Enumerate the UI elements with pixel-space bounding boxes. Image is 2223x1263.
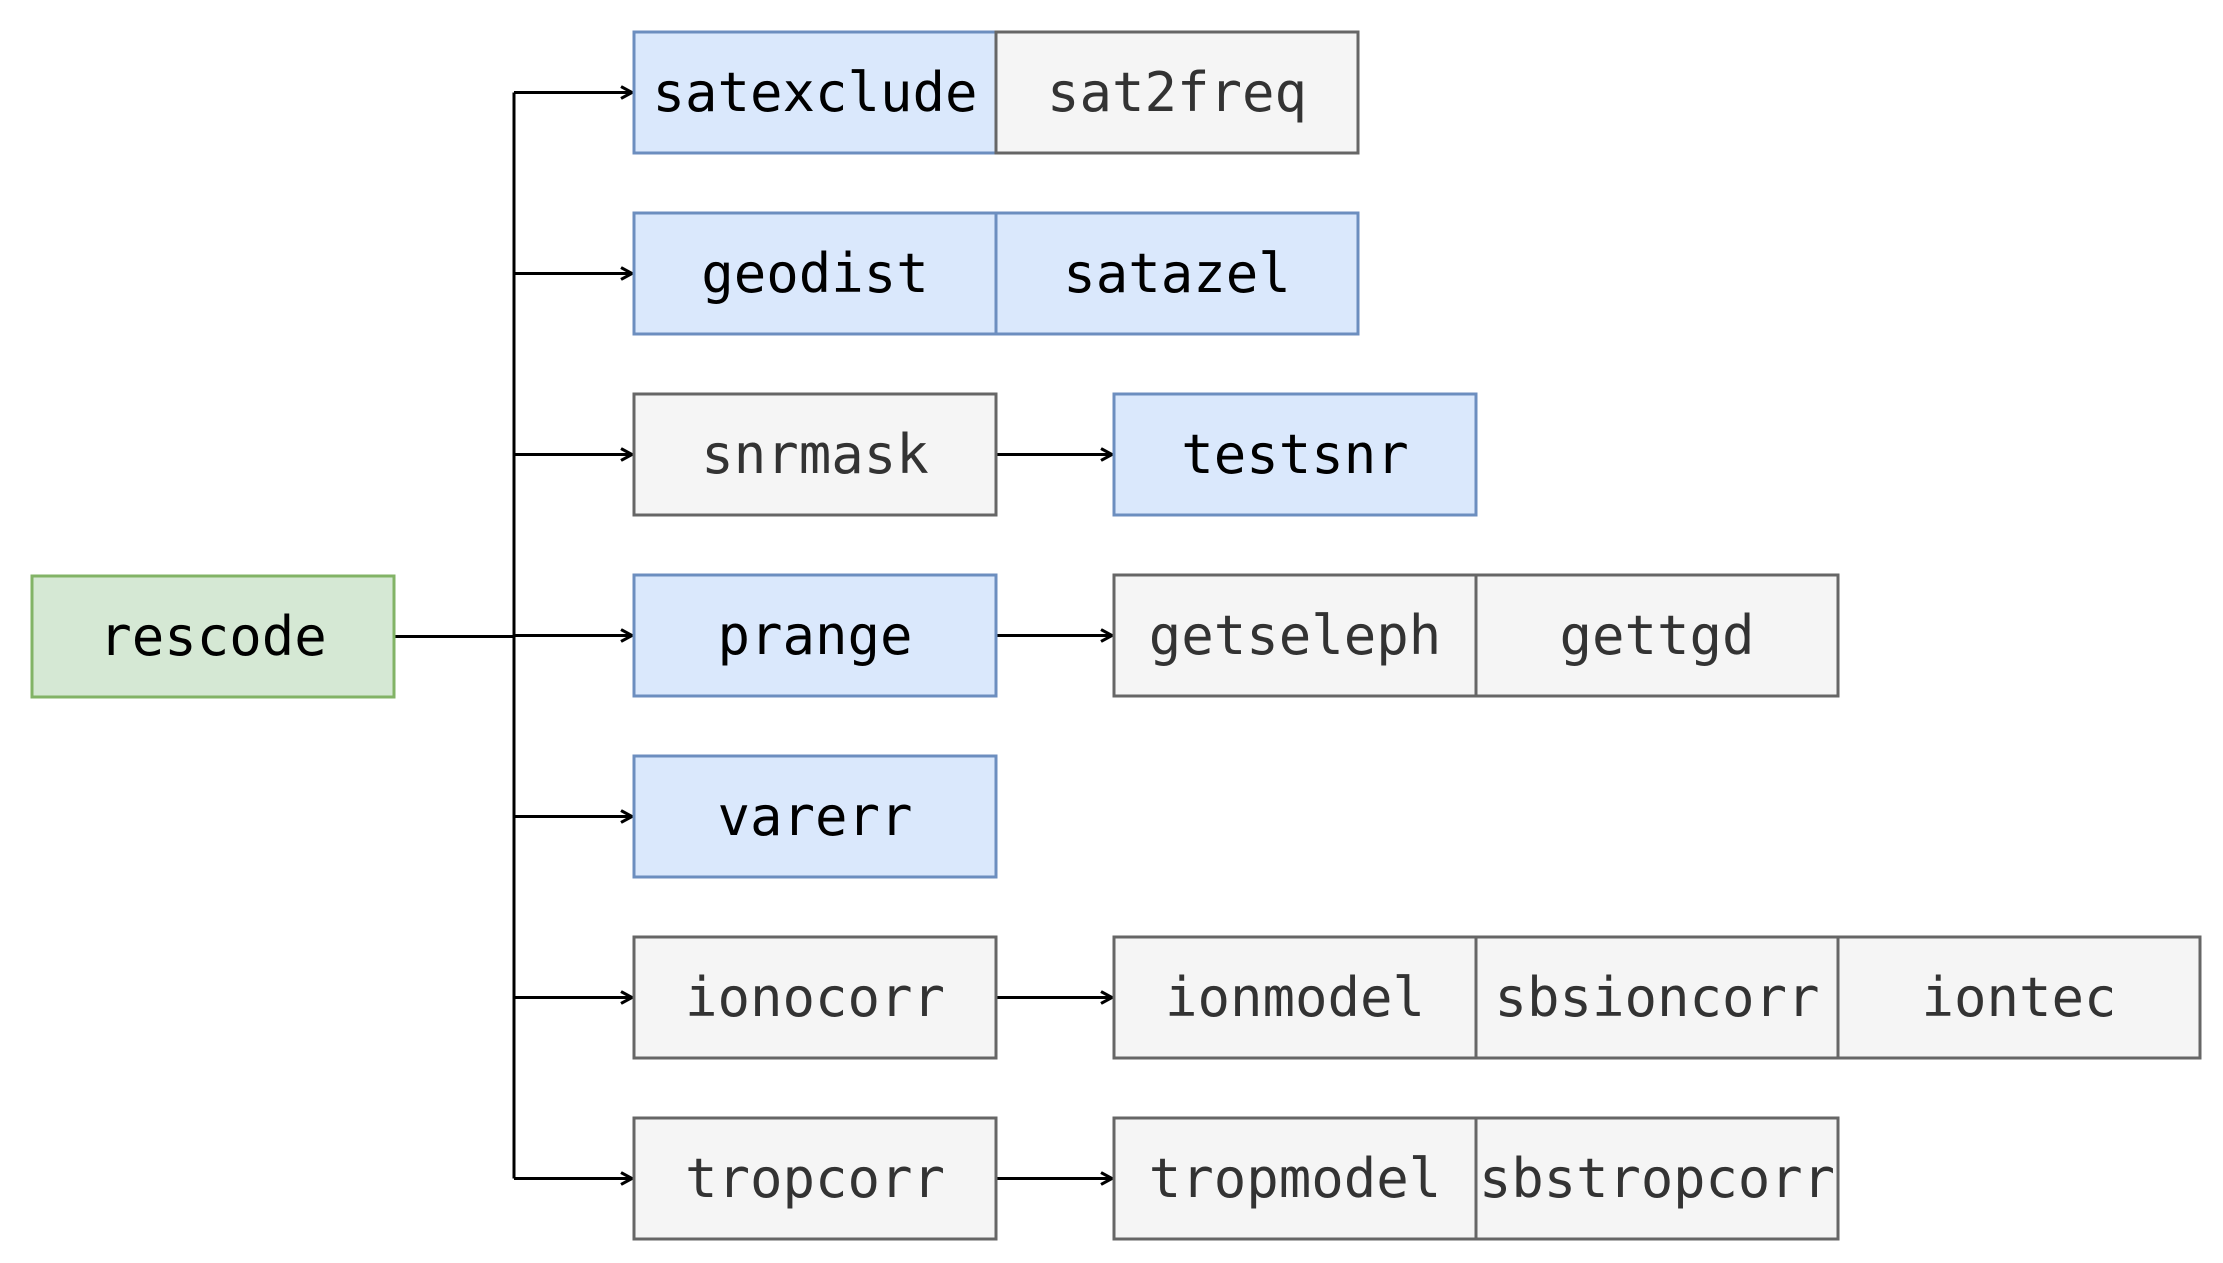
node-satazel: satazel bbox=[994, 211, 1360, 336]
node-label-gettgd: gettgd bbox=[1559, 604, 1754, 667]
nodes-layer: rescode satexclude sat2freq geodist satazel s… bbox=[30, 30, 2202, 1241]
node-box-iontec bbox=[1836, 935, 2202, 1060]
node-label-ionmodel: ionmodel bbox=[1165, 966, 1425, 1029]
node-ionocorr: ionocorr bbox=[632, 935, 998, 1060]
node-label-iontec: iontec bbox=[1921, 966, 2116, 1029]
node-label-sbsioncorr: sbsioncorr bbox=[1494, 966, 1819, 1029]
node-label-tropmodel: tropmodel bbox=[1149, 1147, 1442, 1210]
edges-layer bbox=[394, 93, 1112, 1179]
node-box-ionmodel bbox=[1112, 935, 1478, 1060]
node-snrmask: snrmask bbox=[632, 392, 998, 517]
node-sat2freq: sat2freq bbox=[994, 30, 1360, 155]
node-gettgd: gettgd bbox=[1474, 573, 1840, 698]
node-label-sat2freq: sat2freq bbox=[1047, 61, 1307, 124]
node-label-satazel: satazel bbox=[1063, 242, 1291, 305]
node-box-prange bbox=[632, 573, 998, 698]
node-label-prange: prange bbox=[717, 604, 912, 667]
node-getseleph: getseleph bbox=[1112, 573, 1478, 698]
node-box-sat2freq bbox=[994, 30, 1360, 155]
node-box-satexclude bbox=[632, 30, 998, 155]
node-box-sbsioncorr bbox=[1474, 935, 1840, 1060]
node-box-snrmask bbox=[632, 392, 998, 517]
node-label-testsnr: testsnr bbox=[1181, 423, 1409, 486]
node-box-sbstropcorr bbox=[1474, 1116, 1840, 1241]
node-iontec: iontec bbox=[1836, 935, 2202, 1060]
node-label-snrmask: snrmask bbox=[701, 423, 929, 486]
node-box-rescode bbox=[30, 574, 396, 699]
node-label-geodist: geodist bbox=[701, 242, 929, 305]
node-box-varerr bbox=[632, 754, 998, 879]
node-satexclude: satexclude bbox=[632, 30, 998, 155]
node-label-ionocorr: ionocorr bbox=[685, 966, 945, 1029]
node-geodist: geodist bbox=[632, 211, 998, 336]
node-label-rescode: rescode bbox=[99, 605, 327, 668]
node-tropmodel: tropmodel bbox=[1112, 1116, 1478, 1241]
node-box-getseleph bbox=[1112, 573, 1478, 698]
node-prange: prange bbox=[632, 573, 998, 698]
node-rescode: rescode bbox=[30, 574, 396, 699]
node-varerr: varerr bbox=[632, 754, 998, 879]
node-ionmodel: ionmodel bbox=[1112, 935, 1478, 1060]
node-label-getseleph: getseleph bbox=[1149, 604, 1442, 667]
node-box-tropmodel bbox=[1112, 1116, 1478, 1241]
node-label-sbstropcorr: sbstropcorr bbox=[1479, 1147, 1835, 1210]
node-box-satazel bbox=[994, 211, 1360, 336]
node-label-tropcorr: tropcorr bbox=[685, 1147, 945, 1210]
node-label-varerr: varerr bbox=[717, 785, 912, 848]
node-box-ionocorr bbox=[632, 935, 998, 1060]
node-label-satexclude: satexclude bbox=[652, 61, 977, 124]
node-testsnr: testsnr bbox=[1112, 392, 1478, 517]
node-box-gettgd bbox=[1474, 573, 1840, 698]
node-sbstropcorr: sbstropcorr bbox=[1474, 1116, 1840, 1241]
node-sbsioncorr: sbsioncorr bbox=[1474, 935, 1840, 1060]
node-box-geodist bbox=[632, 211, 998, 336]
node-box-testsnr bbox=[1112, 392, 1478, 517]
node-box-tropcorr bbox=[632, 1116, 998, 1241]
node-tropcorr: tropcorr bbox=[632, 1116, 998, 1241]
